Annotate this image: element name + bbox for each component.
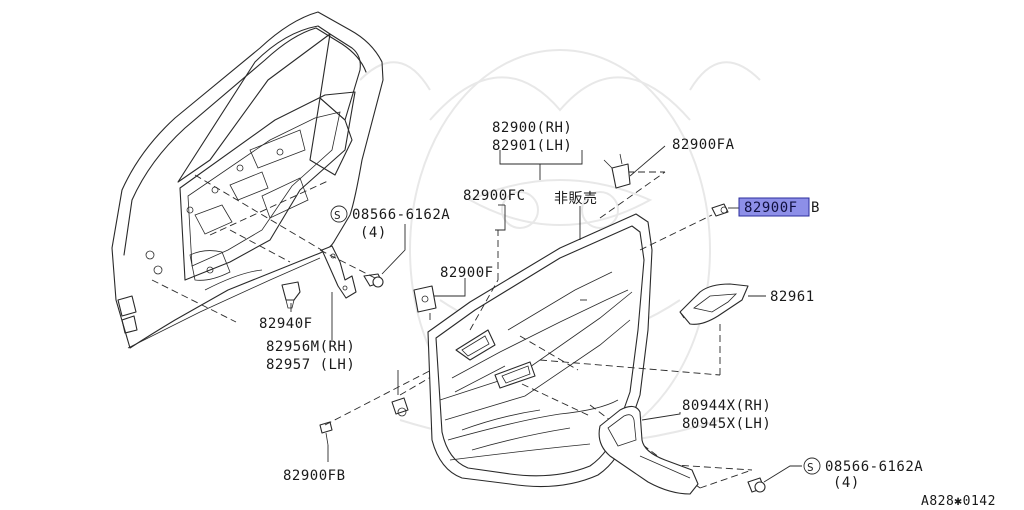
label-screw-bottom: 08566-6162A [825, 459, 923, 475]
dash-shell-3 [209, 179, 331, 236]
dash-shell-2 [229, 229, 291, 263]
clip-82900f [413, 285, 437, 313]
label-82900fa: 82900FA [672, 137, 735, 153]
leader-82900f [434, 278, 466, 297]
label-screw-bottom-qty: (4) [833, 475, 860, 491]
dash-fa-1 [599, 171, 666, 219]
label-82957: 82957 (LH) [266, 357, 355, 373]
leader-screw-bottom [763, 465, 802, 483]
label-s-top: S [334, 209, 341, 222]
dash-trim-b [539, 359, 721, 376]
fastener-82900fb-top [711, 203, 729, 217]
dash-pull-4 [521, 383, 591, 417]
bracket-82956m [321, 245, 357, 299]
dash-shell-1 [194, 174, 331, 256]
symbol-s-bottom [803, 457, 821, 475]
door-trim-panel [427, 213, 653, 488]
highlight-82900fb[interactable] [738, 197, 810, 217]
dash-fb-top [639, 214, 713, 251]
bracket-82900fa [603, 153, 631, 189]
door-shell [111, 11, 384, 349]
leader-trim-bracket [499, 150, 583, 165]
label-s-bottom: S [807, 461, 814, 474]
label-82961: 82961 [770, 289, 815, 305]
leader-82900fa [629, 145, 666, 177]
label-82900fb-highlight[interactable]: 82900F [744, 200, 798, 216]
label-screw-top: 08566-6162A [352, 207, 450, 223]
dash-trim-d [519, 335, 579, 371]
clip-82940f [281, 281, 301, 309]
symbol-s-top [330, 205, 348, 223]
leader-fc [495, 205, 506, 231]
label-82900f: 82900F [440, 265, 494, 281]
label-80945x: 80945X(LH) [682, 416, 771, 432]
fastener-mid [391, 397, 409, 417]
label-82956m: 82956M(RH) [266, 339, 355, 355]
label-trim-rh: 82900(RH) [492, 120, 572, 136]
label-screw-top-qty: (4) [360, 225, 387, 241]
leader-80944x [641, 412, 681, 421]
dash-pull-2 [699, 469, 753, 489]
label-82900fc: 82900FC [463, 188, 526, 204]
label-trim-lh: 82901(LH) [492, 138, 572, 154]
dash-shell-4 [151, 279, 237, 323]
fastener-82900fb-bottom [319, 421, 333, 446]
dash-trim-a [469, 279, 499, 331]
label-not-for-sale: 非販売 [554, 191, 598, 207]
label-82940f: 82940F [259, 316, 313, 332]
figure-code: A828✱0142 [921, 494, 996, 509]
screw-bottom [747, 477, 766, 493]
leader-screw-top [381, 224, 406, 275]
label-82900fb-bottom: 82900FB [283, 468, 346, 484]
label-82900fb-suffix: B [811, 200, 820, 216]
handle-cover-82961 [679, 283, 749, 325]
label-80944x: 80944X(RH) [682, 398, 771, 414]
screw-top [363, 273, 384, 288]
pull-handle-80944x [598, 405, 699, 495]
